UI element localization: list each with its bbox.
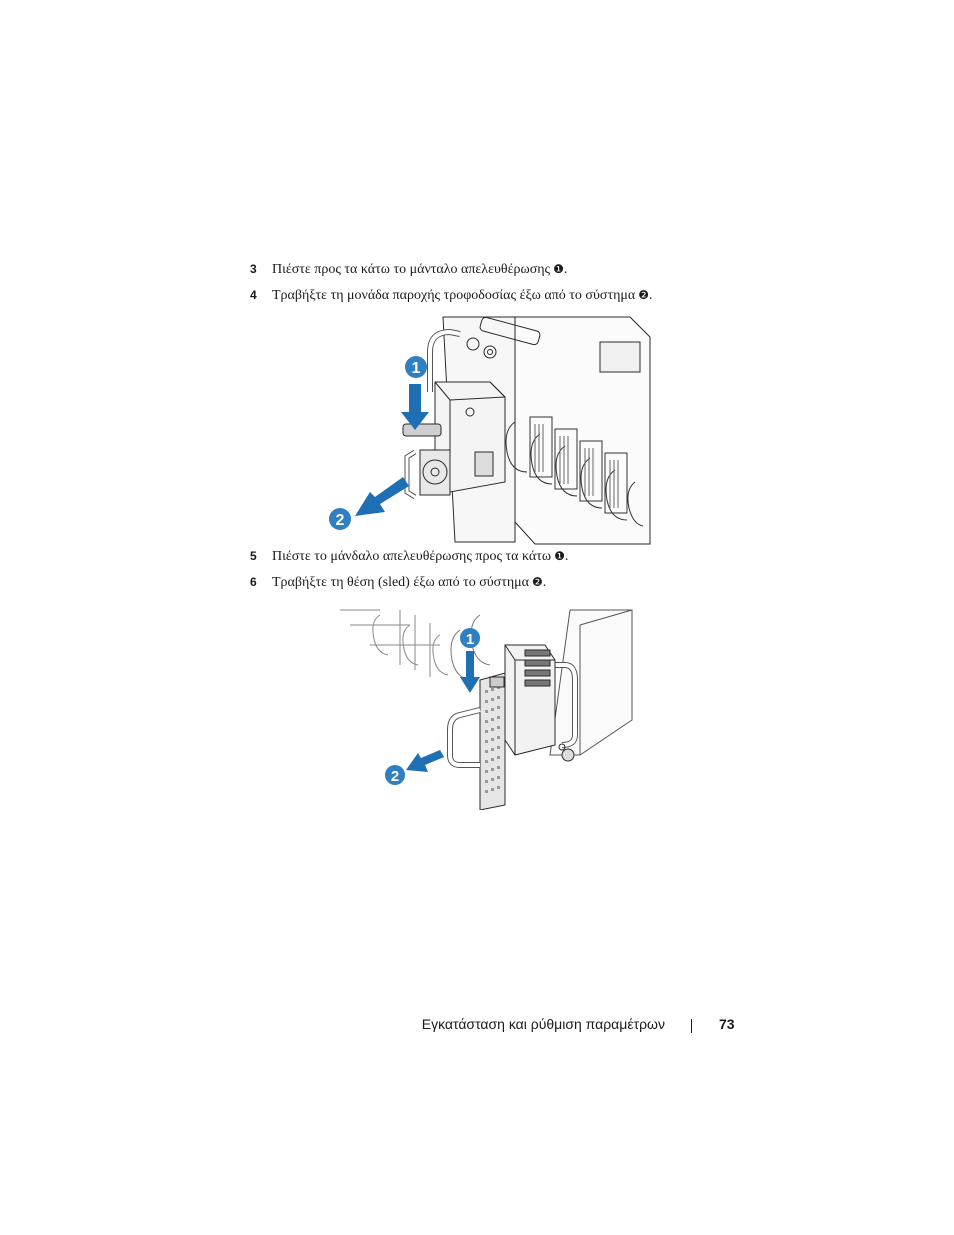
callout-2: 2	[391, 768, 399, 785]
callout-ref: ❷	[532, 575, 543, 589]
step-text: Τραβήξτε τη μονάδα παροχής τροφοδοσίας έ…	[272, 288, 636, 303]
step-number: 4	[250, 288, 257, 302]
step-end: .	[542, 575, 547, 590]
footer-section-title: Εγκατάσταση και ρύθμιση παραμέτρων	[421, 1016, 665, 1032]
psu-removal-figure: 1 2	[329, 316, 651, 545]
callout-ref: ❷	[638, 288, 650, 302]
callout-ref: ❶	[554, 549, 565, 563]
step-end: .	[564, 549, 569, 564]
step-text: Πιέστε το μάνδαλο απελευθέρωσης προς τα …	[272, 549, 552, 564]
step-4: 4 Τραβήξτε τη μονάδα παροχής τροφοδοσίας …	[250, 286, 653, 305]
step-number: 5	[250, 549, 257, 563]
step-3: 3 Πιέστε προς τα κάτω το μάνταλο απελευθέ…	[250, 260, 567, 279]
step-5: 5 Πιέστε το μάνδαλο απελευθέρωσης προς τα…	[250, 547, 568, 566]
step-number: 6	[250, 575, 257, 589]
step-text: Τραβήξτε τη θέση (sled) έξω από το σύστη…	[272, 575, 530, 590]
step-6: 6 Τραβήξτε τη θέση (sled) έξω από το σύστ…	[250, 573, 546, 592]
callout-2: 2	[336, 512, 345, 529]
page-number: 73	[719, 1016, 735, 1032]
callout-1: 1	[412, 360, 421, 377]
callout-1: 1	[466, 631, 474, 648]
callout-ref: ❶	[553, 262, 564, 276]
sled-removal-figure: 1 2	[340, 609, 633, 810]
footer-separator	[691, 1019, 692, 1033]
step-end: .	[649, 288, 653, 303]
step-text: Πιέστε προς τα κάτω το μάνταλο απελευθέρ…	[272, 262, 551, 277]
step-end: .	[563, 262, 568, 277]
step-number: 3	[250, 262, 257, 276]
